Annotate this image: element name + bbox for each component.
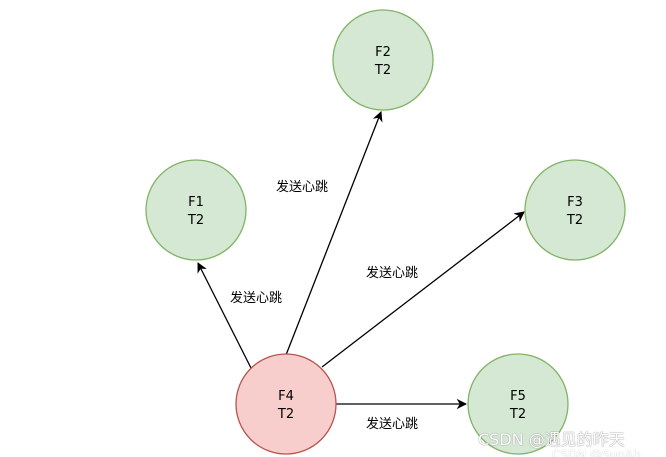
node-f4-circle [235,353,337,455]
node-f2-term: T2 [374,63,391,78]
node-f5-circle [467,353,569,455]
edge-label-f5: 发送心跳 [366,416,418,432]
node-f2-circle [332,9,434,111]
node-f1-circle [145,159,247,261]
node-f4: F4 T2 [235,353,337,455]
edge-f4-to-f1 [197,262,252,369]
edge-label-f1: 发送心跳 [230,290,282,306]
node-f4-name: F4 [278,389,294,404]
edge-label-f2: 发送心跳 [276,179,328,195]
node-f2-name: F2 [375,45,391,60]
node-f3-circle [524,159,626,261]
node-f1-term: T2 [187,213,204,228]
node-f4-term: T2 [277,407,294,422]
edge-f4-to-f2 [285,111,383,356]
node-f5: F5 T2 [467,353,569,455]
edge-f4-to-f3 [321,211,525,368]
node-f5-name: F5 [510,389,526,404]
edge-label-f3: 发送心跳 [366,265,418,281]
node-f1: F1 T2 [145,159,247,261]
node-f1-name: F1 [188,195,204,210]
node-f3-term: T2 [566,213,583,228]
node-f3-name: F3 [567,195,583,210]
node-f5-term: T2 [509,407,526,422]
watermark-secondary: CSDN @SunAh [552,448,641,457]
node-f3: F3 T2 [524,159,626,261]
node-f2: F2 T2 [332,9,434,111]
watermark: CSDN @遇见的昨天 [478,430,625,449]
